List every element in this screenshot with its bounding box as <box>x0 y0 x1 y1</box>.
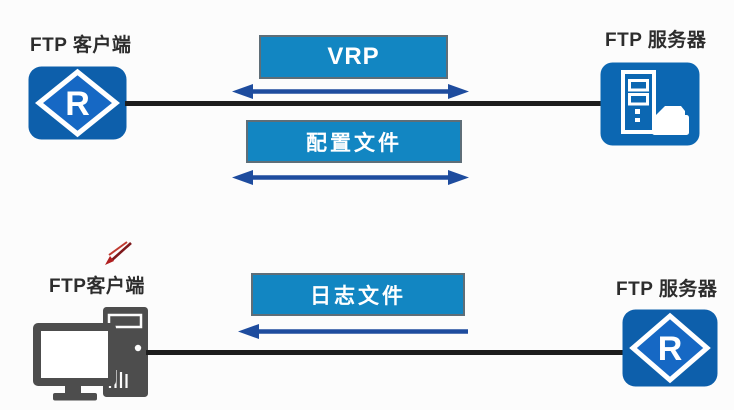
config-file-box: 配置文件 <box>246 120 462 163</box>
ftp-server-icon <box>600 62 700 146</box>
router-icon: R <box>28 66 127 140</box>
config-file-box-label: 配置文件 <box>306 131 402 155</box>
vrp-box-label: VRP <box>327 43 380 70</box>
router-icon: R <box>622 309 718 387</box>
top-connection-wire <box>125 101 602 106</box>
top-server-label: FTP 服务器 <box>605 30 707 51</box>
router-letter: R <box>658 330 683 368</box>
double-arrow-icon <box>231 82 470 101</box>
vrp-box: VRP <box>259 35 448 79</box>
computer-icon <box>32 306 149 401</box>
top-client-label: FTP 客户端 <box>30 35 132 56</box>
bottom-connection-wire <box>146 350 624 355</box>
log-file-box: 日志文件 <box>251 273 465 316</box>
red-pen-icon <box>102 240 134 268</box>
double-arrow-icon <box>231 168 470 187</box>
bottom-client-label: FTP客户端 <box>49 276 145 297</box>
router-letter: R <box>65 85 90 123</box>
log-file-box-label: 日志文件 <box>310 284 406 308</box>
left-arrow-icon <box>237 322 468 341</box>
bottom-server-label: FTP 服务器 <box>616 279 718 300</box>
folder-icon <box>656 106 685 115</box>
